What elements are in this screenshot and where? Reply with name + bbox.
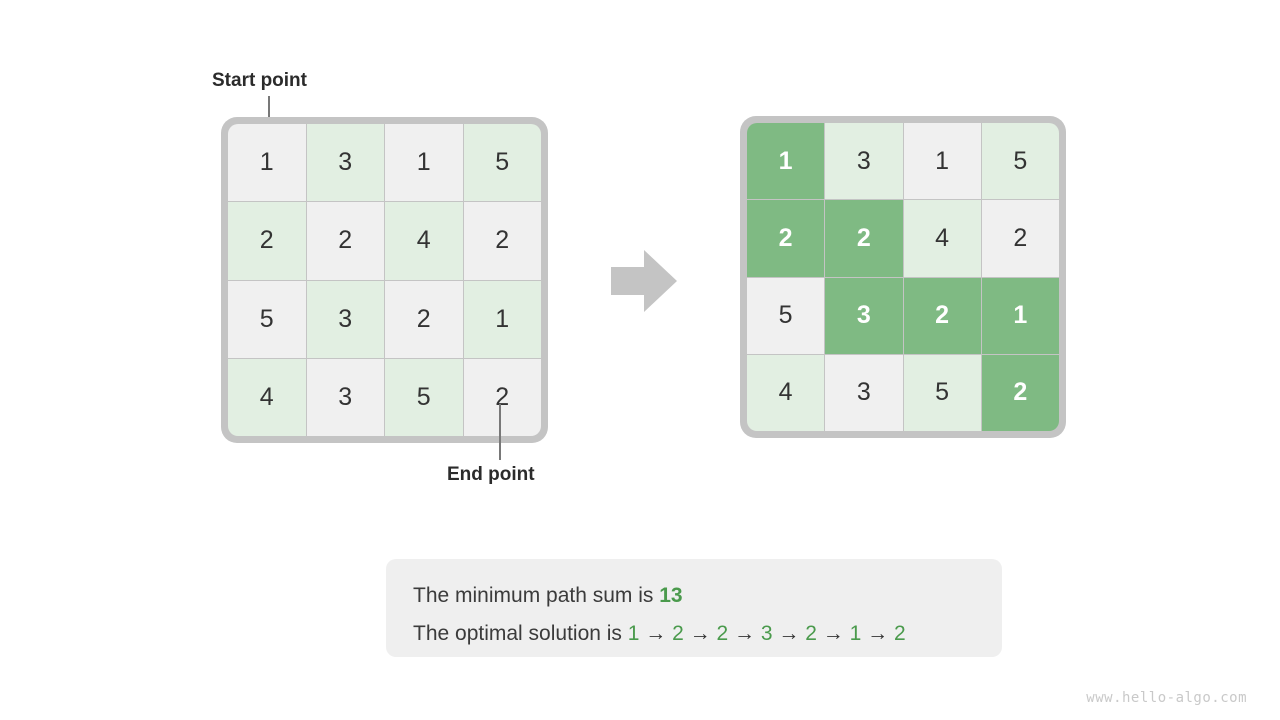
input-grid-cell-3-2: 5 (385, 358, 463, 436)
path-value-3: 3 (760, 622, 773, 645)
path-arrow-6: → (861, 622, 894, 645)
path-arrow-2: → (683, 622, 717, 645)
solution-grid-cell-0-2: 1 (903, 123, 981, 200)
path-arrow-5: → (816, 622, 850, 645)
input-grid-cell-3-1: 3 (306, 358, 384, 436)
start-point-label: Start point (212, 70, 307, 91)
minimum-path-sum-value: 13 (659, 584, 683, 607)
input-grid-cell-3-3: 2 (463, 358, 541, 436)
solution-grid-cell-3-0: 4 (747, 354, 825, 431)
input-grid-cell-0-2: 1 (385, 124, 463, 202)
input-grid-cell-1-1: 2 (306, 202, 384, 280)
watermark: www.hello-algo.com (1086, 690, 1247, 706)
solution-grid-cell-1-0: 2 (747, 200, 825, 277)
path-arrow-4: → (772, 622, 806, 645)
caption-box: The minimum path sum is 13 The optimal s… (386, 559, 1002, 657)
input-grid-cell-2-3: 1 (463, 280, 541, 358)
solution-grid-cell-0-3: 5 (981, 123, 1059, 200)
caption-sum-prefix: The minimum path sum is (413, 584, 660, 607)
end-point-leader-line (499, 404, 501, 460)
solution-grid-cell-0-1: 3 (825, 123, 903, 200)
solution-grid-cell-1-2: 4 (903, 200, 981, 277)
input-grid-cell-2-1: 3 (306, 280, 384, 358)
solution-grid-cell-3-2: 5 (903, 354, 981, 431)
input-grid-cell-0-0: 1 (228, 124, 306, 202)
optimal-path-sequence: 1 → 2 → 2 → 3 → 2 → 1 → 2 (628, 622, 906, 645)
input-grid-cell-1-2: 4 (385, 202, 463, 280)
solution-grid-cell-1-3: 2 (981, 200, 1059, 277)
path-arrow-1: → (639, 622, 673, 645)
input-grid-cell-2-2: 2 (385, 280, 463, 358)
input-grid-cell-3-0: 4 (228, 358, 306, 436)
input-grid-cell-0-1: 3 (306, 124, 384, 202)
path-arrow-3: → (728, 622, 761, 645)
path-value-2: 2 (716, 622, 729, 645)
solution-grid-cell-2-2: 2 (903, 277, 981, 354)
input-grid-cell-2-0: 5 (228, 280, 306, 358)
solution-grid-cell-2-3: 1 (981, 277, 1059, 354)
input-grid-cell-0-3: 5 (463, 124, 541, 202)
end-point-label: End point (447, 464, 535, 485)
path-value-5: 1 (849, 622, 862, 645)
caption-solution-prefix: The optimal solution is (413, 622, 628, 645)
caption-line-sum: The minimum path sum is 13 (413, 577, 1002, 615)
caption-line-solution: The optimal solution is 1 → 2 → 2 → 3 → … (413, 615, 1002, 653)
solution-grid-cell-0-0: 1 (747, 123, 825, 200)
solution-grid-cell-1-1: 2 (825, 200, 903, 277)
input-grid-cell-1-3: 2 (463, 202, 541, 280)
solution-grid-cell-3-1: 3 (825, 354, 903, 431)
path-value-4: 2 (805, 622, 817, 645)
solution-grid-cell-3-3: 2 (981, 354, 1059, 431)
right-arrow-icon (611, 250, 677, 312)
path-value-6: 2 (893, 622, 906, 645)
solution-grid-cell-2-0: 5 (747, 277, 825, 354)
solution-grid-cell-2-1: 3 (825, 277, 903, 354)
path-value-1: 2 (672, 622, 684, 645)
input-grid-cell-1-0: 2 (228, 202, 306, 280)
path-value-0: 1 (627, 622, 640, 645)
